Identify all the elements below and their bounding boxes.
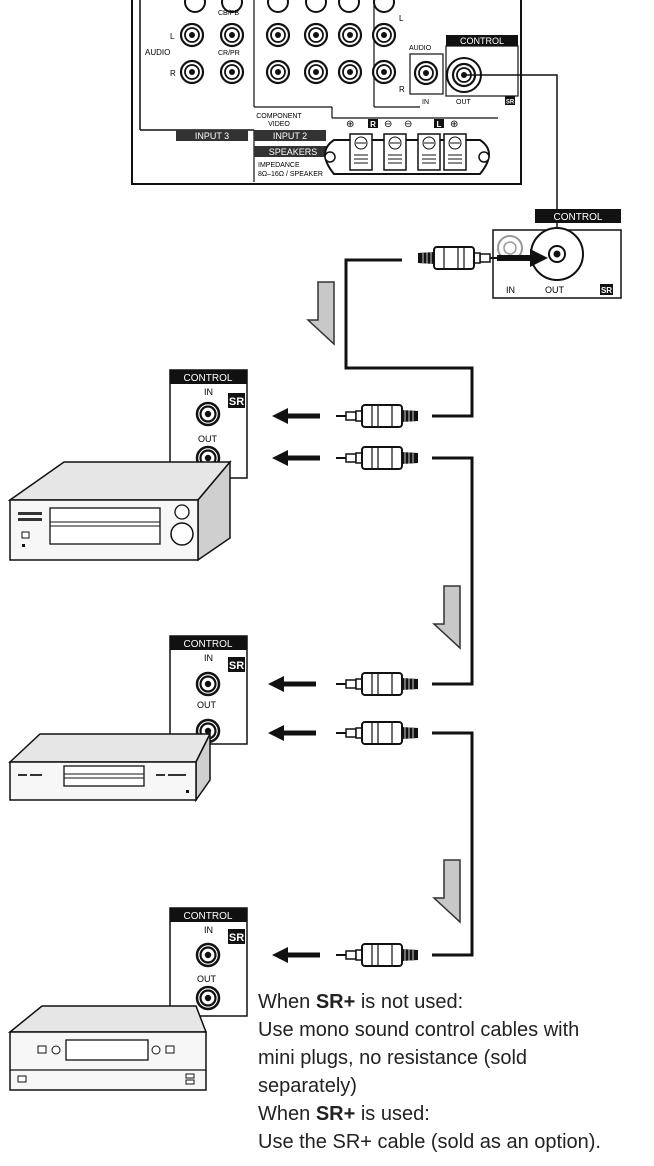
arrow-to-device3-in — [272, 947, 320, 963]
device3-out-label: OUT — [197, 974, 217, 984]
input2-jack — [303, 59, 329, 85]
cable-plug-device3-in — [335, 943, 419, 967]
device1-out-label: OUT — [198, 434, 218, 444]
cable-plug-top — [417, 246, 501, 270]
cable-lines — [344, 258, 474, 957]
device3-out-jack — [195, 985, 221, 1011]
sr-badge-zoom: SR — [601, 286, 612, 295]
device1-sr-badge: SR — [229, 396, 244, 408]
impedance-label-2: 8Ω–16Ω / SPEAKER — [258, 171, 323, 178]
device3-control-label: CONTROL — [184, 911, 233, 922]
control-panel-zoom: CONTROL IN OUT SR — [492, 209, 622, 299]
sr-plus-bold: SR+ — [315, 1103, 356, 1125]
right-l-label: L — [399, 14, 404, 23]
input2-jack — [265, 22, 291, 48]
control-label-zoom: CONTROL — [554, 212, 603, 223]
svg-text:⊖: ⊖ — [384, 119, 392, 130]
cb-jack — [219, 22, 245, 48]
flow-arrow-1 — [307, 281, 335, 345]
cable-plug-device2-out — [335, 721, 419, 745]
device2-sr-badge: SR — [229, 660, 244, 672]
right-r-label: R — [399, 85, 405, 94]
device2-in-jack — [195, 671, 221, 697]
speakers-label: SPEAKERS — [269, 147, 318, 157]
cr-jack — [219, 59, 245, 85]
input2-label: INPUT 2 — [273, 131, 307, 141]
impedance-label-1: IMPEDANCE — [258, 162, 300, 169]
out-label-zoom: OUT — [545, 285, 565, 295]
cable-plug-device1-in — [335, 404, 419, 428]
note-line-4: separately) — [258, 1075, 357, 1097]
spk-r-label: R — [370, 120, 376, 129]
receiver-rear-panel: AUDIO L R CB/PB CR/PR L R COMPONENT VIDE… — [131, 0, 522, 185]
out-label-receiver: OUT — [456, 99, 472, 106]
note-line-6: Use the SR+ cable (sold as an option). — [258, 1131, 601, 1153]
device2-control-label: CONTROL — [184, 639, 233, 650]
input1-jack — [337, 22, 363, 48]
sr-plus-bold: SR+ — [315, 991, 356, 1013]
input3-label: INPUT 3 — [195, 131, 229, 141]
cb-pb-label: CB/PB — [218, 10, 239, 17]
device2-out-label: OUT — [197, 700, 217, 710]
note-line-3: mini plugs, no resistance (sold — [258, 1047, 528, 1069]
audio-l-label: L — [170, 32, 175, 41]
device-1: CONTROL IN SR OUT — [7, 369, 248, 562]
device-3: CONTROL IN SR OUT — [7, 907, 248, 1091]
in-label-zoom: IN — [506, 285, 515, 295]
device1-in-label: IN — [204, 387, 213, 397]
in-label-receiver: IN — [422, 99, 429, 106]
audio-r-jack — [179, 59, 205, 85]
input1-jack — [371, 59, 397, 85]
device3-in-label: IN — [204, 925, 213, 935]
svg-text:⊕: ⊕ — [450, 119, 458, 130]
input2-jack — [265, 59, 291, 85]
audio-label-right: AUDIO — [409, 45, 432, 52]
sr-badge-receiver: SR — [506, 100, 515, 106]
device3-in-jack — [195, 942, 221, 968]
device3-sr-badge: SR — [229, 932, 244, 944]
note-line-1: When SR+ is not used: — [258, 991, 464, 1013]
arrow-to-device1-out — [272, 450, 320, 466]
audio-l-jack — [179, 22, 205, 48]
device1-in-jack — [195, 401, 221, 427]
flow-arrow-3 — [433, 859, 461, 923]
spk-l-label: L — [437, 120, 442, 129]
arrow-to-device2-out — [268, 725, 316, 741]
device2-in-label: IN — [204, 653, 213, 663]
audio-jack-right — [413, 60, 439, 86]
cable-plug-device1-out — [335, 446, 419, 470]
svg-text:⊕: ⊕ — [346, 119, 354, 130]
svg-text:⊖: ⊖ — [404, 119, 412, 130]
note-line-2: Use mono sound control cables with — [258, 1019, 580, 1041]
input1-jack — [371, 22, 397, 48]
video-label: VIDEO — [268, 121, 290, 128]
leader-line — [464, 74, 558, 252]
input1-jack — [337, 59, 363, 85]
device1-control-label: CONTROL — [184, 373, 233, 384]
arrow-to-device1-in — [272, 408, 320, 424]
cr-pr-label: CR/PR — [218, 50, 240, 57]
control-label-receiver: CONTROL — [460, 36, 504, 46]
note-line-5: When SR+ is used: — [258, 1103, 430, 1125]
component-label: COMPONENT — [256, 113, 302, 120]
cable-usage-note: When SR+ is not used: Use mono sound con… — [258, 988, 650, 1156]
audio-r-label: R — [170, 69, 176, 78]
audio-label-left: AUDIO — [145, 48, 170, 57]
input2-jack — [303, 22, 329, 48]
device-2: CONTROL IN SR OUT — [8, 635, 248, 803]
flow-arrow-2 — [433, 585, 461, 649]
arrow-to-device2-in — [268, 676, 316, 692]
cable-plug-device2-in — [335, 672, 419, 696]
